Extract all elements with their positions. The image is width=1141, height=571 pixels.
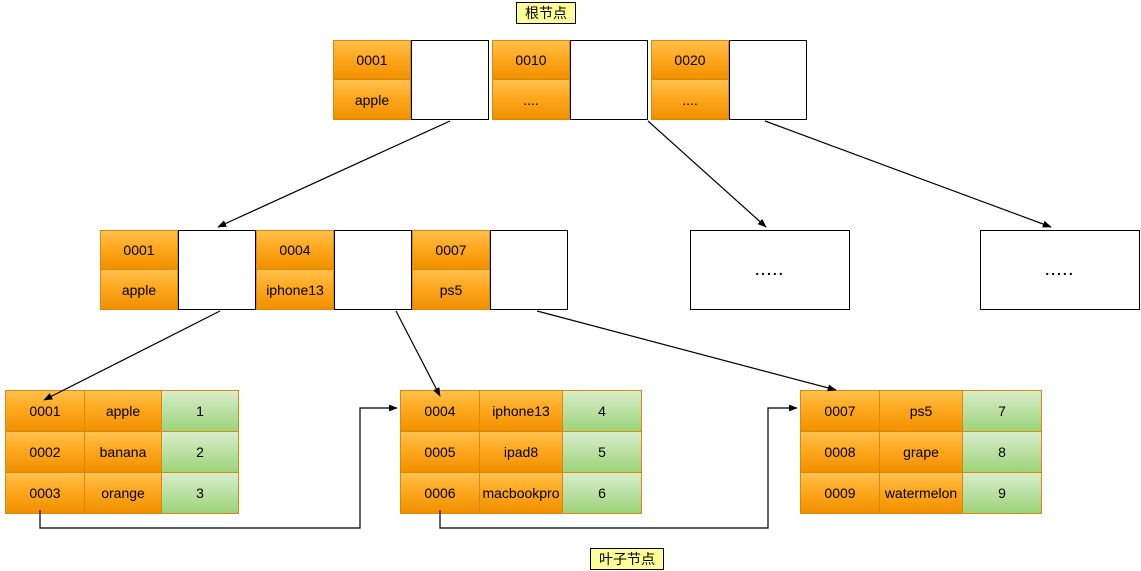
pointer-cell xyxy=(729,40,807,120)
leaf-id-cell: 0005 xyxy=(401,432,479,472)
value-cell: .... xyxy=(651,80,729,120)
arrow-root-to-collapsed-1 xyxy=(647,120,767,228)
key-value-cell: 0010 .... xyxy=(492,40,570,120)
leaf-id-cell: 0001 xyxy=(6,391,84,431)
root-entry-2: 0010 .... xyxy=(492,40,648,120)
root-entry-1: 0001 apple xyxy=(333,40,489,120)
leaf-node-3: 0007 ps5 7 0008 grape 8 0009 watermelon … xyxy=(800,390,1042,514)
root-node-label: 根节点 xyxy=(516,2,576,24)
collapsed-node-1: ..... xyxy=(690,230,850,310)
leaf-node-label: 叶子节点 xyxy=(590,548,664,570)
arrow-internal-to-leaf-3 xyxy=(536,310,837,392)
key-cell: 0001 xyxy=(100,230,178,270)
arrow-internal-to-leaf-1 xyxy=(43,310,221,401)
pointer-cell xyxy=(178,230,256,310)
leaf-id-cell: 0008 xyxy=(801,432,879,472)
leaf-name-cell: apple xyxy=(85,391,161,431)
leaf-id-cell: 0004 xyxy=(401,391,479,431)
leaf-name-cell: iphone13 xyxy=(480,391,562,431)
leaf-node-1: 0001 apple 1 0002 banana 2 0003 orange 3 xyxy=(5,390,239,514)
leaf-id-cell: 0009 xyxy=(801,473,879,513)
leaf-name-cell: orange xyxy=(85,473,161,513)
arrow-internal-to-leaf-2 xyxy=(395,310,441,397)
pointer-cell xyxy=(490,230,568,310)
leaf-node-2: 0004 iphone13 4 0005 ipad8 5 0006 macboo… xyxy=(400,390,642,514)
leaf-id-cell: 0003 xyxy=(6,473,84,513)
key-cell: 0010 xyxy=(492,40,570,80)
root-entry-3: 0020 .... xyxy=(651,40,807,120)
pointer-cell xyxy=(411,40,489,120)
key-value-cell: 0001 apple xyxy=(100,230,178,310)
leaf-name-cell: ipad8 xyxy=(480,432,562,472)
leaf-name-cell: grape xyxy=(880,432,962,472)
value-cell: .... xyxy=(492,80,570,120)
leaf-num-cell: 2 xyxy=(162,432,238,472)
key-cell: 0007 xyxy=(412,230,490,270)
internal-node: 0001 apple 0004 iphone13 0007 ps5 xyxy=(100,230,568,310)
key-cell: 0004 xyxy=(256,230,334,270)
leaf-name-cell: ps5 xyxy=(880,391,962,431)
key-value-cell: 0007 ps5 xyxy=(412,230,490,310)
pointer-cell xyxy=(334,230,412,310)
internal-entry-3: 0007 ps5 xyxy=(412,230,568,310)
leaf-name-cell: macbookpro xyxy=(480,473,562,513)
key-cell: 0001 xyxy=(333,40,411,80)
key-cell: 0020 xyxy=(651,40,729,80)
leaf-name-cell: banana xyxy=(85,432,161,472)
value-cell: iphone13 xyxy=(256,270,334,310)
leaf-id-cell: 0006 xyxy=(401,473,479,513)
value-cell: apple xyxy=(100,270,178,310)
key-value-cell: 0020 .... xyxy=(651,40,729,120)
leaf-num-cell: 7 xyxy=(963,391,1041,431)
leaf-num-cell: 9 xyxy=(963,473,1041,513)
pointer-cell xyxy=(570,40,648,120)
arrow-root-to-internal xyxy=(217,120,451,228)
leaf-id-cell: 0002 xyxy=(6,432,84,472)
key-value-cell: 0004 iphone13 xyxy=(256,230,334,310)
root-node: 0001 apple 0010 .... 0020 .... xyxy=(333,40,807,120)
value-cell: ps5 xyxy=(412,270,490,310)
leaf-num-cell: 5 xyxy=(563,432,641,472)
arrow-root-to-collapsed-2 xyxy=(764,120,1052,228)
leaf-num-cell: 3 xyxy=(162,473,238,513)
internal-entry-2: 0004 iphone13 xyxy=(256,230,412,310)
collapsed-node-2: ..... xyxy=(980,230,1140,310)
value-cell: apple xyxy=(333,80,411,120)
internal-entry-1: 0001 apple xyxy=(100,230,256,310)
leaf-num-cell: 8 xyxy=(963,432,1041,472)
leaf-num-cell: 4 xyxy=(563,391,641,431)
leaf-num-cell: 1 xyxy=(162,391,238,431)
key-value-cell: 0001 apple xyxy=(333,40,411,120)
leaf-name-cell: watermelon xyxy=(880,473,962,513)
leaf-num-cell: 6 xyxy=(563,473,641,513)
leaf-id-cell: 0007 xyxy=(801,391,879,431)
